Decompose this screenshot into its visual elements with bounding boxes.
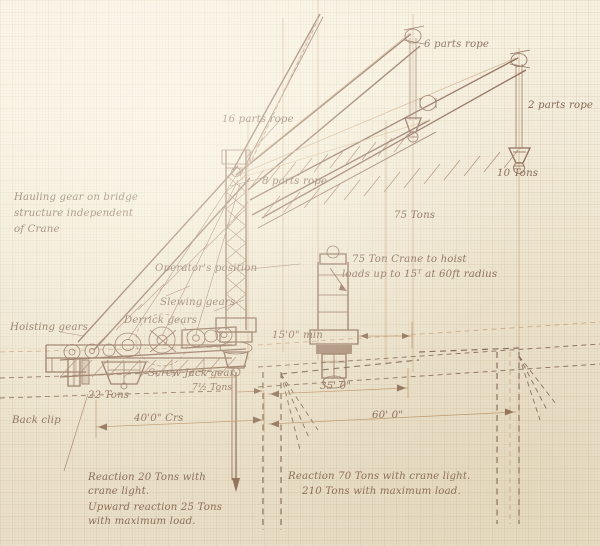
label-reaction-left-line2: crane light. [88,486,149,497]
annotation-layer: Hauling gear on bridge structure indepen… [9,39,593,527]
label-8-parts-rope: 8 parts rope [262,176,327,187]
label-reaction-right-line1: Reaction 70 Tons with crane light. [287,471,471,482]
label-hauling-gear-line3: of Crane [14,224,60,235]
rotating-column [309,245,359,389]
label-2-parts-rope: 2 parts rope [527,100,593,111]
boom-6-parts [235,25,425,191]
label-6-parts-rope: 6 parts rope [424,39,489,50]
label-reaction-left-line3: Upward reaction 25 Tons [88,502,222,513]
label-22-tons: 22 Tons [87,390,129,401]
label-capacity-line2: loads up to 15ᵀ at 60ft radius [342,269,497,280]
label-back-clip: Back clip [11,415,61,426]
label-75-tons: 75 Tons [394,210,435,221]
label-16-parts-rope: 16 parts rope [222,114,294,125]
dimension-span-35: 35' 0" [320,381,351,392]
label-operators-position: Operator's position [155,263,257,274]
label-derrick-gears: Derrick gears [123,315,197,326]
label-reaction-left-line1: Reaction 20 Tons with [87,472,206,483]
label-screw-jack-load: 7½ Tons [192,382,232,393]
label-slewing-gears: Slewing gears [160,297,235,308]
label-hauling-gear-line2: structure independent [14,208,134,219]
label-capacity-line1: 75 Ton Crane to hoist [352,254,467,265]
label-reaction-left-line4: with maximum load. [88,516,196,527]
dimension-min-height: 15'0" min [272,330,323,341]
dimension-centres: 40'0" Crs [133,413,183,424]
label-hauling-gear-line1: Hauling gear on bridge [13,192,138,203]
dimension-span-60: 60' 0" [372,410,403,421]
label-hoisting-gears: Hoisting gears [9,322,88,333]
support-legs [231,347,557,530]
label-reaction-right-line2: 210 Tons with maximum load. [301,486,461,497]
label-screw-jack-gear: Screw Jack gear [148,368,236,379]
label-10-tons: 10 Tons [497,168,538,179]
